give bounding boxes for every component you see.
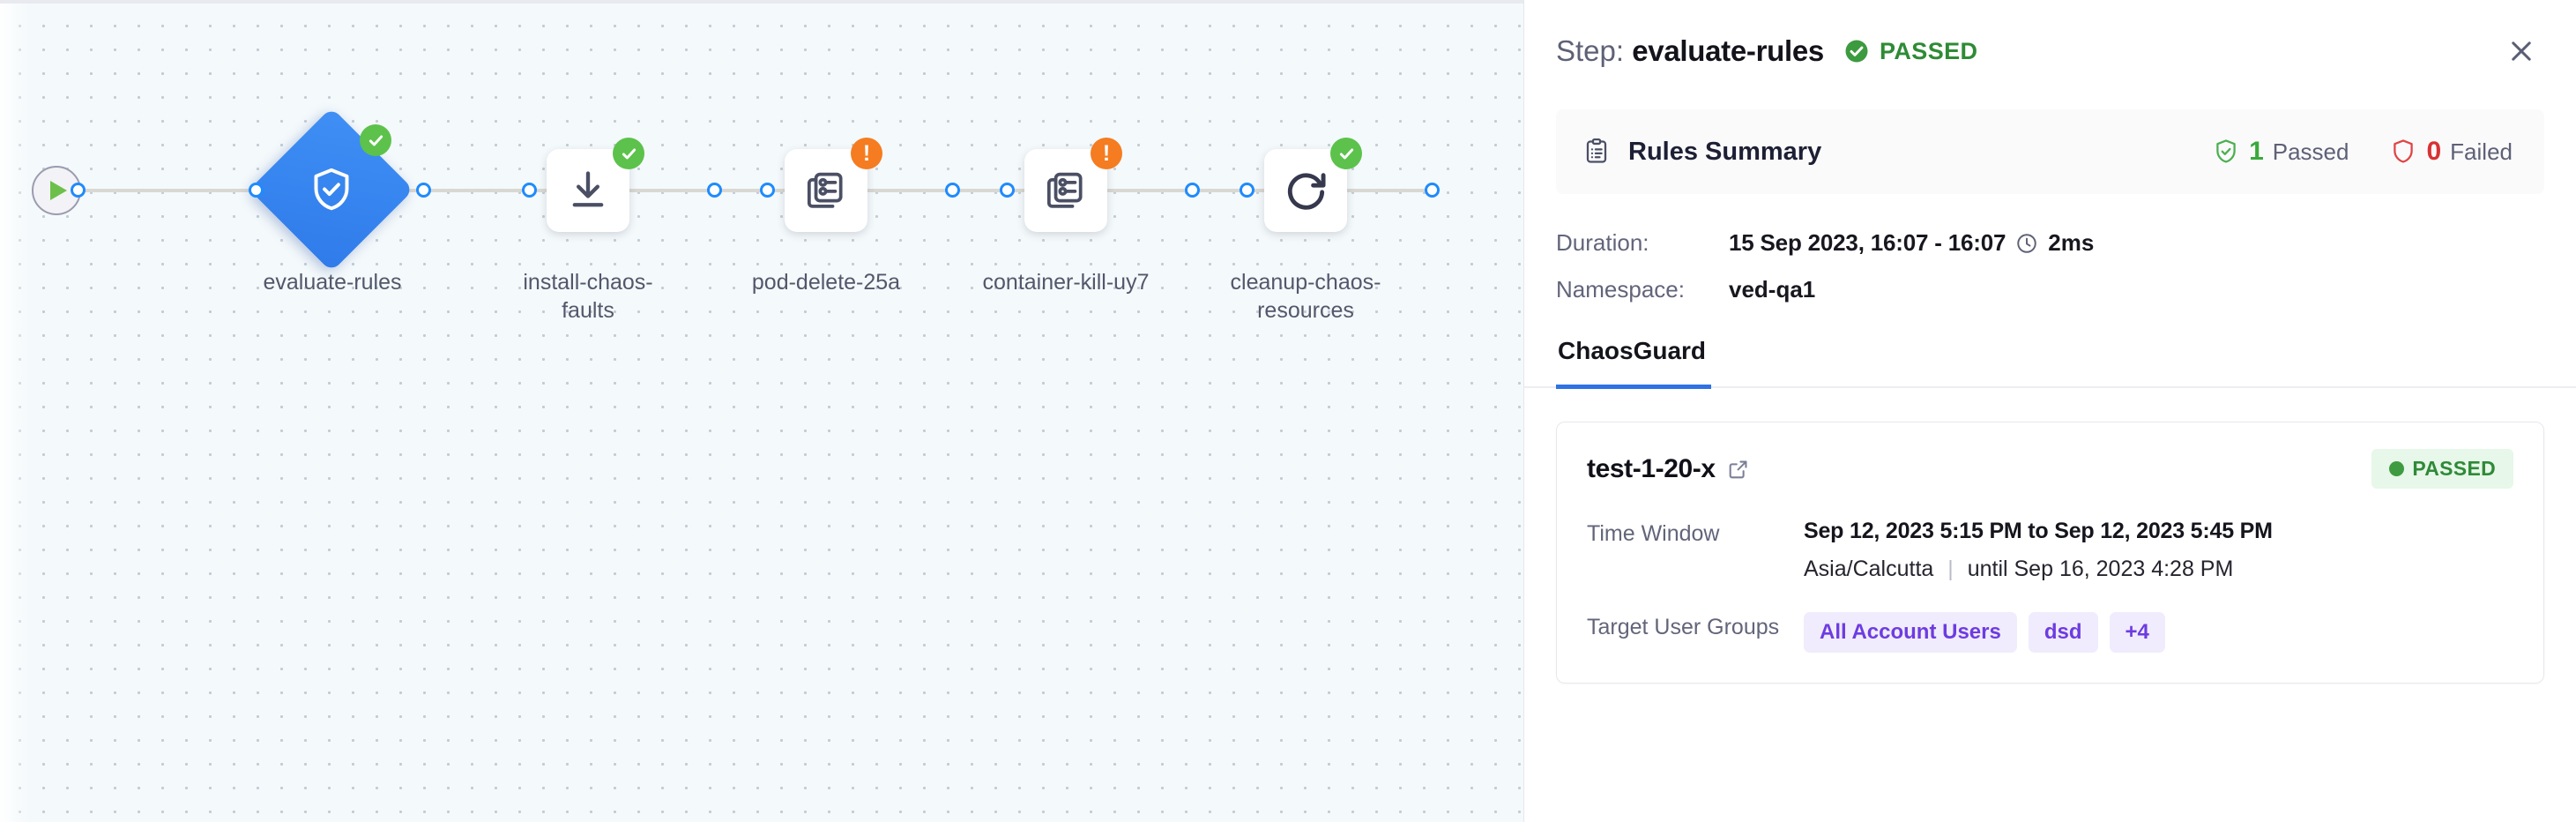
detail-row-time-window: Time Window Sep 12, 2023 5:15 PM to Sep … (1587, 519, 2513, 582)
step-details-panel: Step: evaluate-rules PASSED (1523, 0, 2576, 822)
status-badge-success (360, 124, 391, 156)
node-label: container-kill-uy7 (982, 270, 1150, 295)
tab-chaosguard[interactable]: ChaosGuard (1556, 337, 1712, 389)
detail-key: Target User Groups (1587, 615, 1780, 639)
rules-failed-count: 0 (2426, 137, 2442, 166)
port-container-kill-out[interactable] (1185, 183, 1200, 198)
shield-check-icon (2216, 139, 2236, 163)
node-shape-diamond[interactable] (249, 107, 414, 273)
refresh-icon (1287, 173, 1326, 210)
external-link-icon[interactable] (1727, 458, 1750, 481)
status-dot-icon (2389, 461, 2405, 476)
edge-connector (529, 189, 732, 192)
time-window-range: Sep 12, 2023 5:15 PM to Sep 12, 2023 5:4… (1804, 519, 2273, 543)
user-group-chips: All Account Users dsd +4 (1804, 612, 2165, 653)
port-evaluate-rules-in[interactable] (249, 183, 264, 198)
node-label: cleanup-chaos- resources (1230, 270, 1381, 323)
status-badge: PASSED (1843, 38, 1977, 65)
panel-title-value: evaluate-rules (1632, 34, 1824, 67)
rules-passed-label: Passed (2272, 138, 2349, 165)
node-label: pod-delete-25a (751, 270, 901, 295)
detail-value: Sep 12, 2023 5:15 PM to Sep 12, 2023 5:4… (1804, 519, 2273, 582)
status-badge-warning: ! (1091, 138, 1122, 169)
meta-value: ved-qa1 (1729, 276, 1816, 303)
detail-row-target-user-groups: Target User Groups All Account Users dsd… (1587, 612, 2513, 653)
detail-key: Time Window (1587, 521, 1720, 546)
rules-summary-left: Rules Summary (1582, 138, 1821, 167)
check-icon (369, 134, 383, 146)
chaosguard-rule-name: test-1-20-x (1587, 453, 1716, 483)
port-cleanup-out[interactable] (1425, 183, 1440, 198)
panel-title-label: Step: (1556, 34, 1625, 67)
status-badge-success (613, 138, 644, 169)
clipboard-icon (1586, 138, 1607, 163)
divider: | (1947, 557, 1954, 581)
check-icon (622, 147, 636, 159)
port-container-kill-in[interactable] (1000, 183, 1015, 198)
port-install-in[interactable] (522, 183, 537, 198)
meta-row-duration: Duration: 15 Sep 2023, 16:07 - 16:07 2ms (1556, 229, 2544, 257)
user-group-chip[interactable]: dsd (2028, 612, 2098, 653)
port-cleanup-in[interactable] (1240, 183, 1254, 198)
time-window-until: until Sep 16, 2023 4:28 PM (1967, 557, 2234, 581)
shield-check-icon (314, 168, 349, 211)
close-icon (2512, 41, 2531, 61)
node-evaluate-rules[interactable] (249, 107, 414, 273)
duration-elapsed: 2ms (2048, 229, 2095, 256)
node-pod-delete-25a[interactable]: ! (785, 138, 882, 232)
rules-summary-card: Rules Summary 1 Passed 0 Failed (1556, 109, 2544, 194)
port-start-out[interactable] (71, 183, 86, 198)
check-circle-icon (1845, 40, 1868, 63)
chaosguard-rule-header: test-1-20-x PASSED (1587, 449, 2513, 489)
node-cleanup-chaos-resources[interactable] (1264, 138, 1362, 232)
user-group-chip[interactable]: All Account Users (1804, 612, 2017, 653)
meta-key: Duration: (1556, 229, 1649, 256)
user-group-chip-overflow[interactable]: +4 (2109, 612, 2165, 653)
node-label: install-chaos- faults (523, 270, 653, 323)
rule-status-text: PASSED (2412, 457, 2496, 480)
node-install-chaos-faults[interactable] (547, 138, 644, 232)
meta-value: 15 Sep 2023, 16:07 - 16:07 2ms (1729, 229, 2094, 257)
time-window-timezone: Asia/Calcutta (1804, 557, 1934, 581)
time-window-sub: Asia/Calcutta | until Sep 16, 2023 4:28 … (1804, 557, 2273, 582)
clock-icon (2017, 233, 2036, 253)
shield-icon (2394, 139, 2414, 163)
meta-key: Namespace: (1556, 276, 1685, 303)
status-badge-success (1330, 138, 1362, 169)
chaosguard-rule-card: test-1-20-x PASSED Time Window Sep 12, 2… (1556, 422, 2544, 684)
rules-summary-stats: 1 Passed 0 Failed (2212, 137, 2513, 167)
pipeline-canvas[interactable]: evaluate-rules install-chaos- faults (0, 0, 1523, 822)
rules-summary-title: Rules Summary (1628, 137, 1822, 166)
detail-value: All Account Users dsd +4 (1804, 612, 2165, 653)
download-icon (572, 171, 604, 207)
status-badge-warning: ! (851, 138, 882, 169)
check-icon (1339, 147, 1353, 159)
port-evaluate-rules-out[interactable] (416, 183, 431, 198)
rule-status-badge: PASSED (2371, 449, 2513, 489)
rules-failed-stat: 0 Failed (2389, 137, 2513, 167)
play-icon (50, 181, 67, 200)
meta-row-namespace: Namespace: ved-qa1 (1556, 276, 2544, 303)
port-pod-delete-in[interactable] (760, 183, 775, 198)
node-shape-box[interactable] (1024, 149, 1107, 232)
rules-passed-stat: 1 Passed (2212, 137, 2349, 167)
page-title: Step: evaluate-rules (1556, 34, 1824, 68)
node-label: evaluate-rules (263, 270, 402, 295)
duration-range: 15 Sep 2023, 16:07 - 16:07 (1729, 229, 2006, 256)
panel-header: Step: evaluate-rules PASSED (1524, 0, 2576, 71)
chaos-fault-icon (807, 172, 843, 208)
rules-passed-count: 1 (2249, 137, 2264, 166)
step-meta: Duration: 15 Sep 2023, 16:07 - 16:07 2ms… (1556, 229, 2544, 303)
close-button[interactable] (2502, 32, 2541, 71)
rules-failed-label: Failed (2450, 138, 2513, 165)
node-container-kill-uy7[interactable]: ! (1024, 138, 1122, 232)
status-badge-text: PASSED (1879, 37, 1978, 64)
edge-connector (78, 189, 272, 192)
chaos-fault-icon (1046, 172, 1083, 208)
port-install-out[interactable] (707, 183, 722, 198)
port-pod-delete-out[interactable] (945, 183, 960, 198)
panel-tabs: ChaosGuard (1524, 337, 2576, 389)
